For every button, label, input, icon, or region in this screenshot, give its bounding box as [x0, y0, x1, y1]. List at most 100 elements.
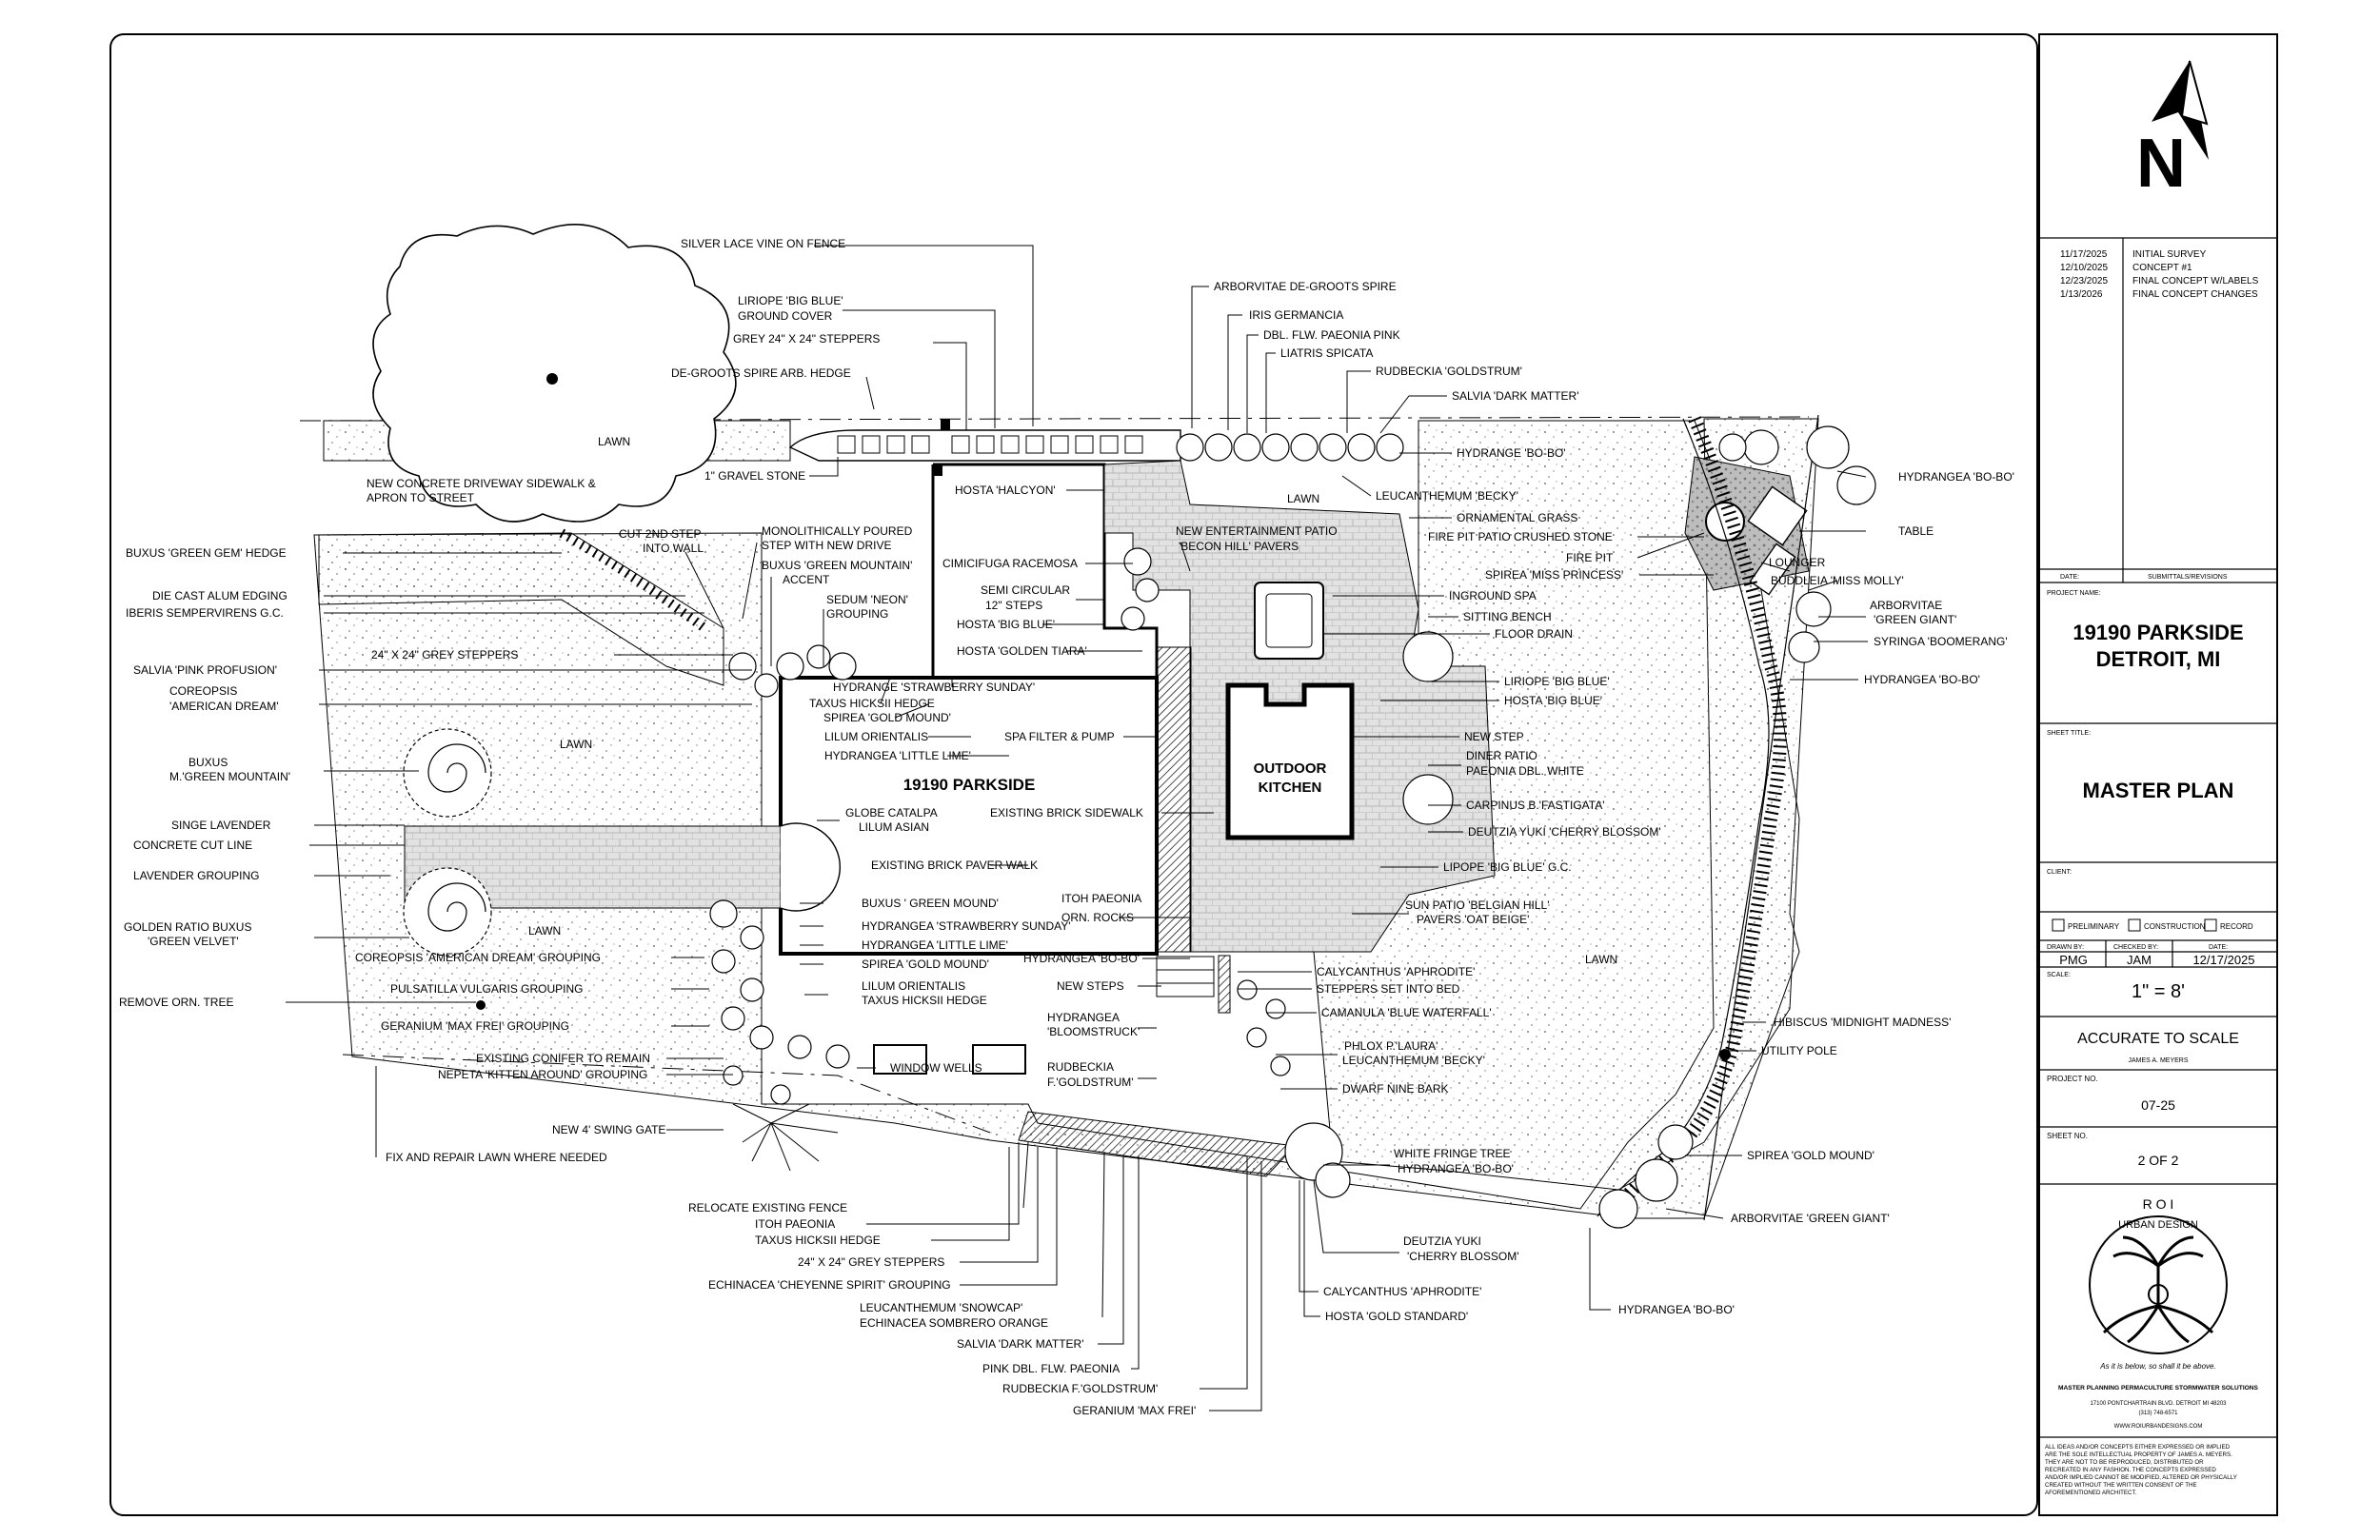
plant-callout-label: 'BECON HILL' PAVERS	[1179, 540, 1299, 553]
callout-leader-line	[1265, 352, 1276, 433]
plant-callout-label: DEUTZIA YUKI 'CHERRY BLOSSOM'	[1468, 825, 1661, 839]
disclaimer-line: ARE THE SOLE INTELLECTUAL PROPERTY OF JA…	[2045, 1451, 2232, 1458]
sheet-no-label: SHEET NO.	[2047, 1132, 2088, 1140]
checked-by: JAM	[2127, 953, 2152, 967]
plant-callout-label: LIRIOPE 'BIG BLUE'	[738, 294, 843, 307]
plant-callout-label: SPIREA 'GOLD MOUND'	[823, 711, 951, 724]
plant-callout-label: DINER PATIO	[1466, 749, 1537, 762]
lawn-label: LAWN	[598, 435, 630, 448]
plant-callout-label: 12" STEPS	[985, 599, 1042, 612]
plant-callout-label: SILVER LACE VINE ON FENCE	[681, 237, 845, 250]
plant-callout-label: CARPINUS B.'FASTIGATA'	[1466, 799, 1605, 812]
sheet-title-label: SHEET TITLE:	[2047, 730, 2091, 737]
plant-callout-label: HOSTA 'BIG BLUE'	[1504, 694, 1602, 707]
status-construction: CONSTRUCTION	[2144, 922, 2206, 931]
client-label: CLIENT:	[2047, 869, 2072, 876]
plant-callout-label: HOSTA 'HALCYON'	[955, 484, 1056, 497]
rev-desc-4: FINAL CONCEPT CHANGES	[2132, 289, 2258, 300]
callout-leader-line	[1836, 470, 1867, 478]
plant-callout-label: 1" GRAVEL STONE	[704, 469, 805, 483]
plant-callout-label: BUDDLEIA 'MISS MOLLY'	[1771, 574, 1904, 587]
drawn-by: PMG	[2059, 953, 2088, 967]
callout-leader-line	[933, 342, 967, 430]
plant-callout-label: HYDRANGE 'BO-BO'	[1457, 446, 1566, 460]
plant-callout-label: CALYCANTHUS 'APHRODITE'	[1317, 965, 1475, 978]
callout-leader-line	[1200, 1156, 1248, 1390]
plant-callout-label: ECHINACEA SOMBRERO ORANGE	[860, 1316, 1048, 1330]
property-line-south	[342, 1054, 991, 1134]
patio-lounger	[1749, 543, 1796, 596]
plant-callout-label: TAXUS HICKSII HEDGE	[755, 1234, 881, 1247]
plant-callout-label: SPA FILTER & PUMP	[1004, 730, 1115, 743]
disclaimer-line: AND/OR IMPLIED CANNOT BE MODIFIED, ALTER…	[2045, 1474, 2237, 1481]
plant-callout-label: HOSTA 'GOLD STANDARD'	[1325, 1310, 1468, 1323]
plant-callout-label: HYDRANGEA 'STRAWBERRY SUNDAY'	[862, 919, 1071, 933]
plant-callout-label: STEPPERS SET INTO BED	[1317, 982, 1460, 996]
lawn-label: LAWN	[528, 924, 561, 938]
plant-callout-label: EXISTING BRICK SIDEWALK	[990, 806, 1143, 819]
plant-callout-label: F.'GOLDSTRUM'	[1047, 1076, 1134, 1089]
plant-callout-label: LIRIOPE 'BIG BLUE'	[1504, 675, 1610, 688]
existing-conifer	[732, 1103, 839, 1172]
callout-leader-line	[865, 376, 875, 410]
plant-callout-label: NEW STEP	[1464, 730, 1524, 743]
plant-callout-label: FIRE PIT	[1566, 551, 1614, 564]
disclaimer-line: CREATED WITHOUT THE WRITTEN CONSENT OF T…	[2045, 1482, 2197, 1489]
plant-callout-label: NEW STEPS	[1057, 979, 1124, 993]
paver-walk-circle	[780, 822, 842, 912]
plant-callout-label: ARBORVITAE 'GREEN GIANT'	[1731, 1212, 1890, 1225]
plant-callout-label: GOLDEN RATIO BUXUS	[124, 920, 251, 934]
title-block-border	[2038, 33, 2278, 1516]
inground-spa	[1254, 582, 1324, 660]
plant-callout-label: INTO WALL	[643, 542, 704, 555]
plant-callout-label: 24" X 24" GREY STEPPERS	[798, 1255, 944, 1269]
plant-callout-label: HOSTA 'GOLDEN TIARA'	[957, 644, 1087, 658]
rev-desc-1: INITIAL SURVEY	[2132, 249, 2207, 260]
house-label: 19190 PARKSIDE	[903, 776, 1036, 794]
outdoor-kitchen	[1225, 682, 1355, 840]
plant-callout-label: CALYCANTHUS 'APHRODITE'	[1323, 1285, 1481, 1298]
plant-callout-label: LAVENDER GROUPING	[133, 869, 259, 882]
logo-phone: (313) 748-6571	[2138, 1411, 2178, 1416]
plant-callout-label: LIATRIS SPICATA	[1280, 346, 1373, 360]
plant-callout-label: 'CHERRY BLOSSOM'	[1407, 1250, 1519, 1263]
plant-callout-label: WINDOW WELLS	[890, 1061, 982, 1075]
callout-leader-line	[1665, 1208, 1724, 1219]
scale-label: SCALE:	[2047, 972, 2071, 978]
plant-callout-label: ITOH PAEONIA	[755, 1217, 835, 1231]
callout-leader-line	[1131, 1156, 1140, 1370]
north-arrow-outline	[2180, 60, 2209, 126]
golden-ratio-buxus-bottom	[403, 867, 492, 957]
plant-callout-label: HIBISCUS 'MIDNIGHT MADNESS'	[1774, 1016, 1951, 1029]
plant-callout-label: 24" X 24" GREY STEPPERS	[371, 648, 518, 661]
plant-callout-label: 'GREEN GIANT'	[1874, 613, 1956, 626]
disclaimer-line: AFOREMENTIONED ARCHITECT.	[2045, 1490, 2137, 1496]
callout-leader-line	[1636, 532, 1705, 559]
plant-callout-label: UTILITY POLE	[1761, 1044, 1837, 1057]
scale: 1" = 8'	[2132, 981, 2185, 1002]
steppers-front	[837, 435, 1143, 454]
plant-callout-label: GROUPING	[826, 607, 888, 621]
plant-symbols	[709, 425, 1876, 1229]
callout-leader-line	[1313, 1179, 1399, 1254]
rev-desc-3: FINAL CONCEPT W/LABELS	[2132, 276, 2259, 286]
plant-callout-label: SALVIA 'DARK MATTER'	[957, 1337, 1084, 1351]
plant-callout-label: ACCENT	[783, 573, 830, 586]
plant-callout-label: BUXUS 'GREEN GEM' HEDGE	[126, 546, 287, 560]
plant-callout-label: CIMICIFUGA RACEMOSA	[942, 557, 1078, 570]
fence-post-1	[941, 419, 950, 430]
tree-of-life-icon	[2102, 1235, 2214, 1344]
callout-leader-line	[809, 457, 839, 477]
plant-callout-label: 'BLOOMSTRUCK'	[1047, 1025, 1140, 1038]
rev-desc-2: CONCEPT #1	[2132, 263, 2192, 273]
plant-callout-label: SPIREA 'GOLD MOUND'	[1747, 1149, 1874, 1162]
plant-callout-label: STEP WITH NEW DRIVE	[762, 539, 891, 552]
plant-callout-label: LEUCANTHEMUM 'SNOWCAP'	[860, 1301, 1022, 1314]
plant-callout-label: COREOPSIS	[169, 684, 237, 698]
plant-callout-label: ARBORVITAE	[1870, 599, 1942, 612]
plant-callout-label: RELOCATE EXISTING FENCE	[688, 1201, 847, 1214]
logo-services: MASTER PLANNING PERMACULTURE STORMWATER …	[2058, 1385, 2258, 1392]
logo-ring-text: URBAN DESIGN	[2118, 1219, 2198, 1231]
plant-callout-label: PAEONIA DBL. WHITE	[1466, 764, 1584, 778]
